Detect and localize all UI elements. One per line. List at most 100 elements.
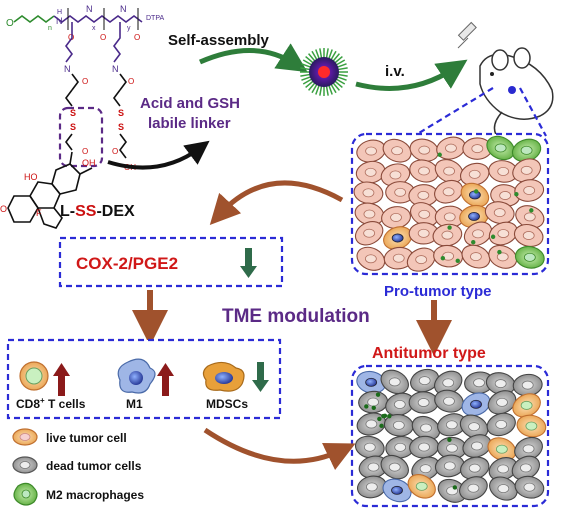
tumor-cell-nucleus <box>522 231 535 240</box>
sulfur-right-1: S <box>118 108 124 118</box>
atom-hn-left: N <box>64 64 71 74</box>
acid-gsh-label-line1: Acid and GSH <box>140 95 240 112</box>
tumor-cell-nucleus <box>392 253 405 263</box>
micelle-spike <box>334 55 343 64</box>
tme-modulation-label: TME modulation <box>222 306 370 327</box>
tumor-cell <box>381 206 411 229</box>
tumor-cell-nucleus <box>364 254 377 264</box>
vesicle-dot <box>387 413 392 419</box>
dead-tumor-cell-nucleus <box>365 419 378 429</box>
vesicle-dot <box>455 258 460 264</box>
dead-tumor-cell-nucleus <box>497 484 510 494</box>
atom-o-3: O <box>134 33 140 42</box>
prodrug-label: L-SS-DEX <box>60 203 135 220</box>
m2-macrophage <box>511 138 542 163</box>
sulfur-right-2: S <box>118 122 124 132</box>
tumor-cell-nucleus <box>471 144 484 154</box>
m1-macrophage <box>382 478 412 503</box>
dead-tumor-cell <box>434 454 465 478</box>
vesicle-dot <box>497 249 502 255</box>
tumor-cell <box>383 246 414 270</box>
micelle-spike <box>332 53 341 62</box>
dead-tumor-cell-nucleus <box>419 464 432 474</box>
peg-end-label: O <box>6 18 14 29</box>
tumor-cell <box>488 160 519 183</box>
cd8-up-arrow <box>53 363 70 396</box>
tumor-cell <box>512 158 542 183</box>
dead-tumor-cell-nucleus <box>363 442 376 452</box>
dead-tumor-cell <box>486 412 516 437</box>
tumor-cell-nucleus <box>472 229 484 239</box>
cd8-t-cell-icon <box>19 361 49 391</box>
dead-tumor-cell-nucleus <box>497 464 509 474</box>
tumor-cell-nucleus <box>443 166 456 176</box>
dead-tumor-cell-nucleus <box>443 461 456 471</box>
vesicle-dot <box>447 225 452 230</box>
dead-tumor-cell <box>436 436 467 460</box>
tumor-cell-nucleus <box>445 143 457 153</box>
dead-tumor-cell-nucleus <box>388 462 401 472</box>
micelle-spike <box>337 73 348 77</box>
m1-up-arrow <box>157 363 174 396</box>
dead-tumor-cell-nucleus <box>393 399 406 409</box>
micelle-spike <box>319 85 323 96</box>
m1-macrophage-icon <box>117 358 156 394</box>
vesicle-dot <box>364 404 369 409</box>
dead-tumor-cell <box>385 435 416 459</box>
micelle-spike <box>325 85 329 96</box>
micelle-spike <box>315 49 320 60</box>
vesicle-dot <box>473 189 479 194</box>
micelle-spike <box>300 67 311 71</box>
cox2-down-arrow <box>240 248 257 278</box>
dead-tumor-cell-nucleus <box>392 420 405 430</box>
vesicle-dot <box>471 240 476 245</box>
atom-o-1: O <box>68 33 74 42</box>
atom-ho-dex: HO <box>24 172 38 182</box>
dead-tumor-cell-nucleus <box>445 420 458 430</box>
dead-tumor-cell-nucleus <box>519 463 532 473</box>
tumor-cell-nucleus <box>523 212 536 222</box>
self-assembly-label: Self-assembly <box>168 32 270 49</box>
m1-label: M1 <box>126 397 143 411</box>
micelle-spike <box>332 82 341 91</box>
vesicle-dot <box>514 192 519 197</box>
tumor-cell <box>406 247 436 272</box>
micelle-spike <box>335 78 346 85</box>
tumor-cell-nucleus <box>415 255 428 265</box>
cd8-t-cell-nucleus <box>495 444 508 454</box>
side-chain-right <box>113 22 121 63</box>
legend-item-live: live tumor cell <box>12 428 127 446</box>
tumor-cell-nucleus <box>363 228 376 238</box>
micelle-spike <box>334 80 343 89</box>
micelle-spike <box>307 82 316 91</box>
tumor-cell <box>515 205 545 229</box>
atom-oh-dex: OH <box>82 158 96 168</box>
dead-tumor-cell-nucleus <box>494 379 507 389</box>
dead-tumor-cell-icon <box>12 456 38 474</box>
tumor-cell <box>353 181 384 205</box>
tumor-cell <box>434 159 464 184</box>
dead-tumor-cell-nucleus <box>367 462 380 472</box>
pro-tumor-label: Pro-tumor type <box>384 283 492 300</box>
atom-o-4: O <box>82 77 88 86</box>
tumor-cell <box>434 179 464 204</box>
mdscs-label: MDSCs <box>206 397 248 411</box>
repeat-brackets <box>67 8 139 30</box>
m1-macrophage <box>461 392 491 417</box>
dead-tumor-cell-nucleus <box>523 482 536 492</box>
tumor-cell-nucleus <box>470 252 482 262</box>
micelle-nanoparticle <box>300 48 348 96</box>
atom-f-dex: F <box>36 208 42 218</box>
vesicle-dot <box>447 437 452 442</box>
tumor-cell <box>488 221 518 246</box>
dead-tumor-cell <box>512 373 543 397</box>
dead-tumor-cell <box>408 391 439 414</box>
atom-n-1: N <box>56 16 63 26</box>
legend-label-live: live tumor cell <box>46 431 127 445</box>
feedback-arrow <box>209 180 344 226</box>
tumor-cell <box>409 159 439 183</box>
tumor-cell <box>484 201 515 225</box>
tumor-cell-nucleus <box>418 166 430 176</box>
cd8-t-cell <box>407 474 436 499</box>
vesicle-dot <box>381 413 386 419</box>
